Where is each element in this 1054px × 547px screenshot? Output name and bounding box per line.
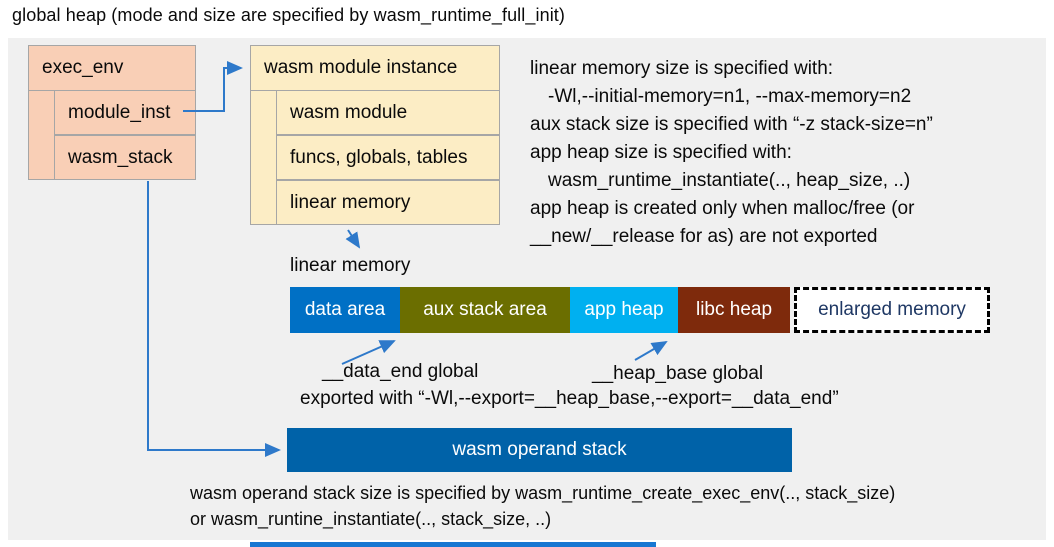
exported-with-line: exported with “-Wl,--export=__heap_base,… xyxy=(300,388,839,409)
page-title: global heap (mode and size are specified… xyxy=(12,5,565,25)
libc-heap-segment: libc heap xyxy=(678,287,790,333)
data-end-global-label: __data_end global xyxy=(322,361,479,382)
note-line: -Wl,--initial-memory=n1, --max-memory=n2 xyxy=(548,86,912,107)
exec-env-header: exec_env xyxy=(29,46,195,91)
wasm-module-field: wasm module xyxy=(276,90,499,135)
wasm-stack-field: wasm_stack xyxy=(54,135,195,180)
linear-memory-field: linear memory xyxy=(276,180,499,225)
funcs-globals-tables-field: funcs, globals, tables xyxy=(276,135,499,180)
footer-line: or wasm_runtine_instantiate(.., stack_si… xyxy=(190,509,552,529)
memory-size-notes: linear memory size is specified with: -W… xyxy=(530,55,1042,251)
bottom-clipped-bar xyxy=(250,542,656,547)
aux-stack-area-segment: aux stack area xyxy=(400,287,570,333)
enlarged-memory-box: enlarged memory xyxy=(794,287,990,333)
note-line: __new/__release for as) are not exported xyxy=(530,226,878,247)
footer-line: wasm operand stack size is specified by … xyxy=(190,483,896,503)
linear-memory-label: linear memory xyxy=(290,255,411,276)
operand-stack-notes: wasm operand stack size is specified by … xyxy=(190,480,895,532)
wasm-operand-stack-bar: wasm operand stack xyxy=(287,428,792,472)
module-instance-header: wasm module instance xyxy=(251,46,499,91)
note-line: app heap is created only when malloc/fre… xyxy=(530,198,915,219)
module-instance-box: wasm module instance wasm module funcs, … xyxy=(250,45,500,225)
data-area-segment: data area xyxy=(290,287,400,333)
note-line: wasm_runtime_instantiate(.., heap_size, … xyxy=(548,170,911,191)
heap-base-global-label: __heap_base global xyxy=(592,363,764,384)
app-heap-segment: app heap xyxy=(570,287,678,333)
linear-memory-bar: data area aux stack area app heap libc h… xyxy=(290,287,790,333)
module-inst-field: module_inst xyxy=(54,90,195,135)
note-line: linear memory size is specified with: xyxy=(530,58,834,79)
exec-env-box: exec_env module_inst wasm_stack xyxy=(28,45,196,180)
note-line: app heap size is specified with: xyxy=(530,142,792,163)
note-line: aux stack size is specified with “-z sta… xyxy=(530,114,933,135)
